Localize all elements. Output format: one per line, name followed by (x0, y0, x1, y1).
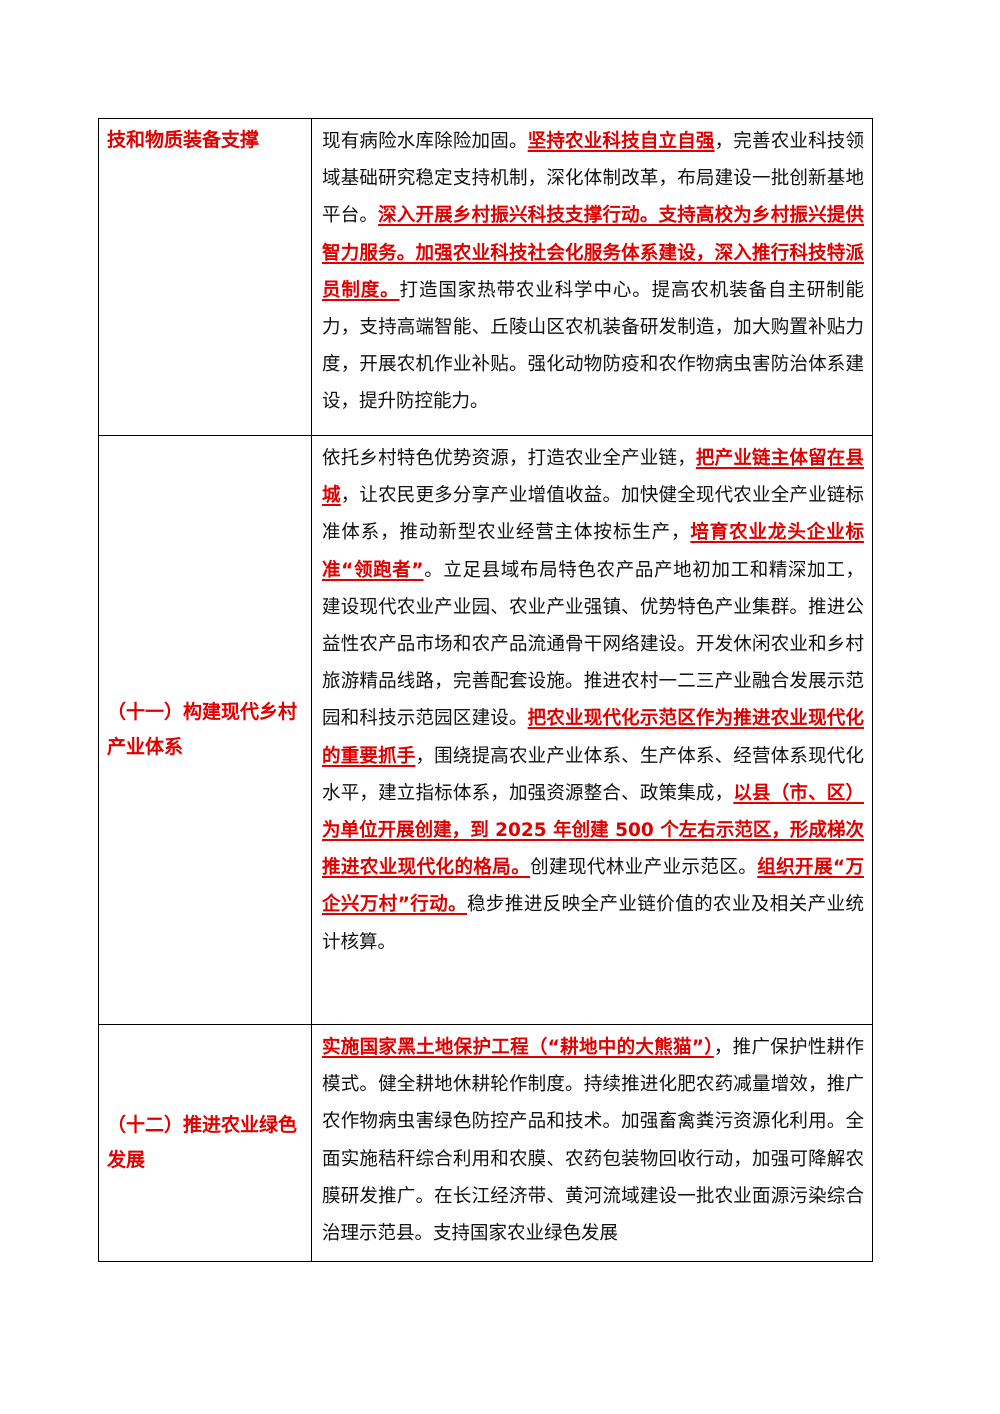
highlighted-text: 培育农业龙头企业标准“领跑者” (322, 522, 864, 581)
body-text: 依托乡村特色优势资源，打造农业全产业链， (322, 448, 696, 469)
highlighted-text: 组织开展“万企兴万村”行动。 (322, 857, 864, 916)
body-text: 现有病险水库除险加固。 (322, 131, 528, 152)
body-text: 打造国家热带农业科学中心。提高农机装备自主研制能力，支持高端智能、丘陵山区农机装… (322, 279, 864, 413)
body-text: 。立足县域布局特色农产品产地初加工和精深加工，建设现代农业产业园、农业产业强镇、… (322, 559, 864, 730)
body-text: 创建现代林业产业示范区。 (530, 857, 758, 879)
highlighted-text: 坚持农业科技自立自强 (527, 131, 715, 152)
row-content: 实施国家黑土地保护工程（“耕地中的大熊猫”），推广保护性耕作模式。健全耕地休耕轮… (312, 1025, 872, 1258)
policy-table: 技和物质装备支撑 现有病险水库除险加固。坚持农业科技自立自强，完善农业科技领域基… (98, 118, 873, 1262)
row-content-cell: 实施国家黑土地保护工程（“耕地中的大熊猫”），推广保护性耕作模式。健全耕地休耕轮… (311, 1024, 873, 1262)
table-row: （十二）推进农业绿色发展 实施国家黑土地保护工程（“耕地中的大熊猫”），推广保护… (98, 1024, 873, 1262)
body-text: ，让农民更多分享产业增值收益。加快健全现代农业全产业链标准体系，推动新型农业经营… (322, 485, 864, 544)
highlighted-text: 实施国家黑土地保护工程（“耕地中的大熊猫”） (322, 1037, 714, 1058)
row-label-cell: 技和物质装备支撑 (98, 118, 312, 436)
table-row: （十一）构建现代乡村产业体系 依托乡村特色优势资源，打造农业全产业链，把产业链主… (98, 435, 873, 1025)
row-content-cell: 依托乡村特色优势资源，打造农业全产业链，把产业链主体留在县城，让农民更多分享产业… (311, 435, 873, 1025)
highlighted-text: 深入开展乡村振兴科技支撑行动。支持高校为乡村振兴提供智力服务。加强农业科技社会化… (322, 205, 864, 301)
row-label: （十二）推进农业绿色发展 (107, 1114, 298, 1171)
body-text: 稳步推进反映全产业链价值的农业及相关产业统计核算。 (322, 894, 864, 953)
row-label-cell: （十一）构建现代乡村产业体系 (98, 435, 312, 1025)
row-label-cell: （十二）推进农业绿色发展 (98, 1024, 312, 1262)
row-content-cell: 现有病险水库除险加固。坚持农业科技自立自强，完善农业科技领域基础研究稳定支持机制… (311, 118, 873, 436)
highlighted-text: 把产业链主体留在县城 (322, 448, 864, 507)
highlighted-text: 把农业现代化示范区作为推进农业现代化的重要抓手 (322, 708, 864, 767)
table-row: 技和物质装备支撑 现有病险水库除险加固。坚持农业科技自立自强，完善农业科技领域基… (98, 118, 873, 436)
highlighted-text: 以县（市、区）为单位开展创建，到 2025 年创建 500 个左右示范区，形成梯… (322, 782, 864, 879)
row-content: 现有病险水库除险加固。坚持农业科技自立自强，完善农业科技领域基础研究稳定支持机制… (312, 119, 872, 427)
body-text: ，围绕提高农业产业体系、生产体系、经营体系现代化水平，建立指标体系，加强资源整合… (322, 745, 864, 804)
body-text: ，推广保护性耕作模式。健全耕地休耕轮作制度。持续推进化肥农药减量增效，推广农作物… (322, 1037, 864, 1245)
row-label: （十一）构建现代乡村产业体系 (107, 701, 298, 758)
row-label: 技和物质装备支撑 (107, 129, 260, 151)
body-text: ，完善农业科技领域基础研究稳定支持机制，深化体制改革，布局建设一批创新基地平台。 (322, 131, 864, 227)
row-content: 依托乡村特色优势资源，打造农业全产业链，把产业链主体留在县城，让农民更多分享产业… (312, 436, 872, 967)
